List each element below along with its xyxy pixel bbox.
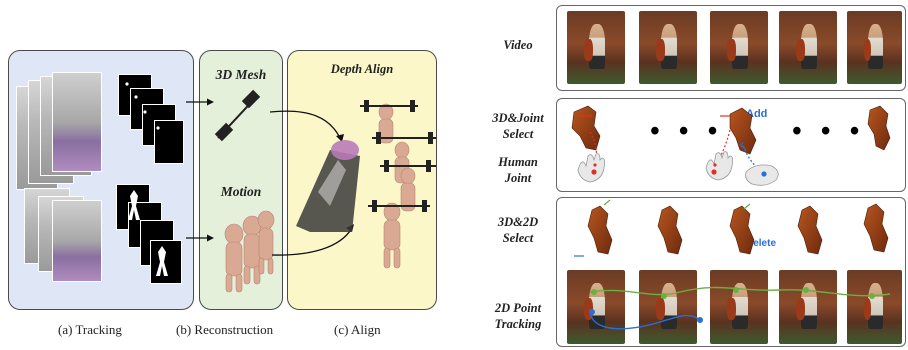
caption-tracking: (a) Tracking: [58, 322, 122, 338]
row-label-2d-point-tracking: 2D Point Tracking: [478, 300, 558, 332]
row-label-3d-2d-select-text: 3D&2D Select: [493, 214, 543, 246]
right-diagram-graphics: [550, 0, 908, 350]
left-diagram-graphics: [0, 0, 440, 350]
row-label-3d-2d-select: 3D&2D Select: [478, 214, 558, 246]
depth-align-label: Depth Align: [300, 62, 424, 77]
row-label-2d-point-tracking-text: 2D Point Tracking: [487, 300, 549, 332]
row-label-video: Video: [478, 38, 558, 53]
row-label-3d-joint-select: 3D&Joint Select: [478, 110, 558, 142]
row-label-human-joint: Human Joint: [478, 154, 558, 186]
caption-align: (c) Align: [334, 322, 381, 338]
motion-label: Motion: [204, 184, 278, 200]
row-label-human-joint-text: Human Joint: [495, 154, 541, 186]
caption-reconstruction: (b) Reconstruction: [176, 322, 273, 338]
row-label-3d-joint-select-text: 3D&Joint Select: [487, 110, 549, 142]
mesh-label: 3D Mesh: [204, 67, 278, 83]
